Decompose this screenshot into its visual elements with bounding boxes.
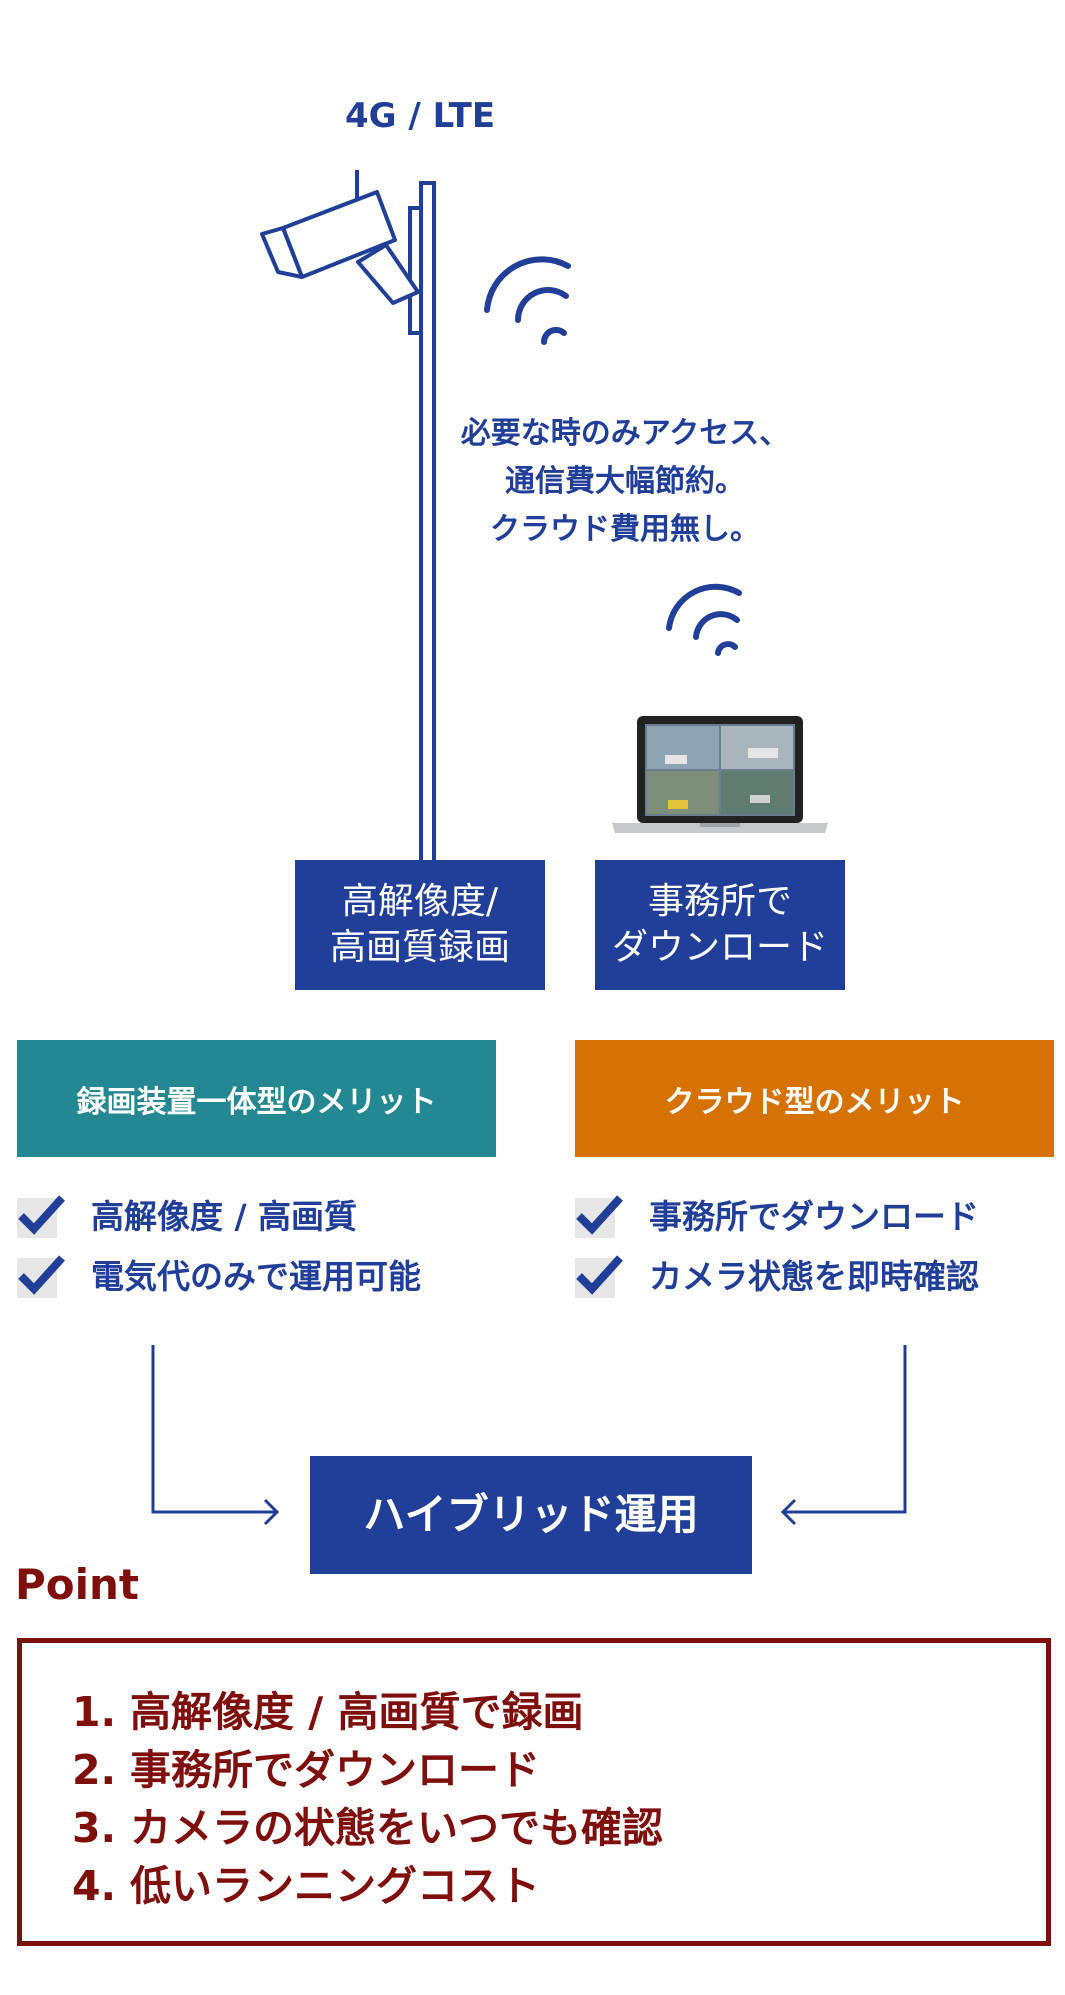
cloud-merit-header: クラウド型のメリット — [575, 1040, 1054, 1157]
message-line: 通信費大幅節約。 — [505, 464, 745, 499]
recording-box-line: 高解像度/ — [341, 881, 499, 922]
check-icon — [17, 1255, 65, 1298]
message-text: 必要な時のみアクセス、 通信費大幅節約。 クラウド費用無し。 — [400, 410, 850, 554]
integrated-merit-list: 高解像度 / 高画質 電気代のみで運用可能 — [17, 1184, 537, 1304]
point-number: 3. — [72, 1804, 117, 1852]
wifi-signal-icon — [484, 256, 571, 345]
list-item: 事務所でダウンロード — [575, 1184, 1065, 1244]
arrow-left-icon — [780, 1498, 797, 1526]
point-text: 低いランニングコスト — [130, 1862, 540, 1910]
point-box: 1. 高解像度 / 高画質で録画 2. 事務所でダウンロード 3. カメラの状態… — [17, 1638, 1051, 1946]
integrated-merit-header: 録画装置一体型のメリット — [17, 1040, 496, 1157]
download-box-line: 事務所で — [647, 881, 792, 922]
point-item: 2. 事務所でダウンロード — [72, 1741, 663, 1799]
point-number: 1. — [72, 1688, 117, 1736]
point-item: 3. カメラの状態をいつでも確認 — [72, 1799, 663, 1857]
message-line: 必要な時のみアクセス、 — [460, 416, 790, 451]
merit-text: 事務所でダウンロード — [649, 1197, 979, 1236]
point-number: 2. — [72, 1746, 117, 1794]
list-item: カメラ状態を即時確認 — [575, 1244, 1065, 1304]
merit-text: 電気代のみで運用可能 — [91, 1257, 421, 1296]
point-item: 1. 高解像度 / 高画質で録画 — [72, 1683, 663, 1741]
point-text: カメラの状態をいつでも確認 — [130, 1804, 663, 1852]
hybrid-operation-box: ハイブリッド運用 — [310, 1456, 752, 1574]
download-box: 事務所で ダウンロード — [595, 860, 845, 990]
merit-text: カメラ状態を即時確認 — [649, 1257, 979, 1296]
network-label: 4G / LTE — [344, 96, 496, 136]
recording-box: 高解像度/ 高画質録画 — [295, 860, 545, 990]
message-line: クラウド費用無し。 — [490, 512, 760, 547]
cloud-merit-list: 事務所でダウンロード カメラ状態を即時確認 — [575, 1184, 1065, 1304]
merit-text: 高解像度 / 高画質 — [91, 1197, 358, 1236]
check-icon — [575, 1255, 623, 1298]
wifi-signal-icon — [666, 583, 742, 656]
security-camera-icon — [260, 170, 420, 305]
download-box-line: ダウンロード — [611, 927, 828, 968]
point-title: Point — [15, 1560, 140, 1609]
arrow-right-icon — [263, 1498, 280, 1526]
connector-line-left — [151, 1345, 275, 1514]
point-list: 1. 高解像度 / 高画質で録画 2. 事務所でダウンロード 3. カメラの状態… — [72, 1683, 663, 1915]
laptop-icon — [612, 716, 828, 833]
point-text: 事務所でダウンロード — [130, 1746, 540, 1794]
list-item: 高解像度 / 高画質 — [17, 1184, 537, 1244]
connector-line-right — [785, 1345, 907, 1514]
point-number: 4. — [72, 1862, 117, 1910]
point-item: 4. 低いランニングコスト — [72, 1857, 663, 1915]
point-text: 高解像度 / 高画質で録画 — [130, 1688, 584, 1736]
list-item: 電気代のみで運用可能 — [17, 1244, 537, 1304]
check-icon — [17, 1195, 65, 1238]
recording-box-line: 高画質録画 — [329, 927, 510, 968]
check-icon — [575, 1195, 623, 1238]
